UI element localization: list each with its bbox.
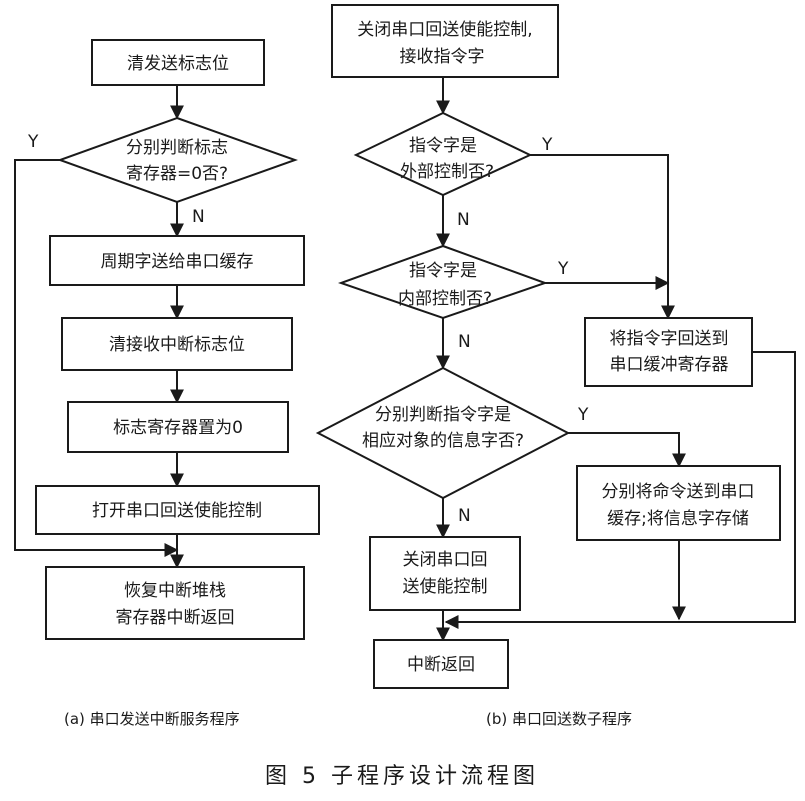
node-close-recv (331, 4, 559, 78)
node-clear-recv-flag-label: 清接收中断标志位 (109, 335, 245, 355)
node-judge-flag-line1: 分别判断标志 (126, 138, 228, 158)
figure-caption: 图 5 子程序设计流程图 (265, 764, 539, 789)
node-close-recv-line2: 接收指令字 (400, 47, 485, 67)
right-int-no-label: N (458, 332, 471, 352)
node-close-loopback (369, 536, 521, 611)
node-ext-control (353, 111, 533, 197)
left-caption: (a) 串口发送中断服务程序 (64, 710, 240, 728)
node-judge-flag-line2: 寄存器=0否? (126, 164, 228, 184)
node-int-control (337, 244, 549, 320)
node-send-cmd-line1: 分别将命令送到串口 (602, 482, 755, 502)
node-restore-line2: 寄存器中断返回 (116, 608, 235, 628)
right-ext-no-label: N (457, 210, 470, 230)
node-send-back (584, 317, 753, 387)
node-info-word-line2: 相应对象的信息字否? (362, 431, 524, 451)
node-int-return-label: 中断返回 (407, 655, 475, 675)
right-int-yes-label: Y (557, 259, 569, 279)
node-open-loopback (35, 485, 320, 535)
right-info-no-label: N (458, 506, 471, 526)
edge-info-yes (568, 432, 686, 468)
node-flag-reg-zero (67, 401, 289, 453)
node-clear-send-flag (91, 39, 265, 86)
node-ext-control-line2: 外部控制否? (400, 162, 494, 182)
node-open-loopback-label: 打开串口回送使能控制 (92, 500, 262, 521)
node-restore-line1: 恢复中断堆栈 (124, 581, 226, 601)
node-judge-flag (57, 116, 298, 204)
left-yes-label: Y (27, 132, 39, 152)
right-caption: (b) 串口回送数子程序 (486, 710, 632, 728)
node-close-recv-line1: 关闭串口回送使能控制, (357, 19, 532, 40)
node-int-control-line2: 内部控制否? (398, 289, 492, 309)
edge-ext-yes (530, 154, 675, 320)
node-send-cmd (576, 465, 781, 541)
node-restore (45, 566, 305, 640)
node-close-loopback-line1: 关闭串口回 (403, 550, 488, 570)
node-close-loopback-line2: 送使能控制 (403, 576, 488, 597)
node-period-word (49, 235, 305, 286)
node-info-word (315, 366, 571, 500)
node-ext-control-line1: 指令字是 (409, 136, 477, 156)
right-ext-yes-label: Y (541, 135, 553, 155)
right-info-yes-label: Y (577, 405, 589, 425)
node-flag-reg-zero-label: 标志寄存器置为0 (113, 418, 243, 438)
left-no-label: N (192, 207, 205, 227)
node-period-word-label: 周期字送给串口缓存 (101, 252, 254, 272)
edge-sendback-merge (444, 351, 796, 629)
node-int-return (373, 639, 509, 689)
right-flowchart: 关闭串口回送使能控制, 接收指令字 指令字是 外部控制否? 指令字是 内部控制否… (315, 4, 796, 728)
node-send-back-line1: 将指令字回送到 (610, 329, 729, 349)
left-flowchart: 清发送标志位 分别判断标志 寄存器=0否? 周期字送给串口缓存 清接收中断标志位… (14, 39, 320, 728)
node-int-control-line1: 指令字是 (409, 261, 477, 281)
edge-judge-yes-loop (14, 159, 179, 557)
node-send-back-line2: 串口缓冲寄存器 (610, 355, 729, 375)
node-clear-send-flag-label: 清发送标志位 (127, 54, 229, 74)
node-clear-recv-flag (61, 317, 293, 371)
node-info-word-line1: 分别判断指令字是 (375, 405, 511, 425)
node-send-cmd-line2: 缓存;将信息字存储 (607, 509, 749, 529)
